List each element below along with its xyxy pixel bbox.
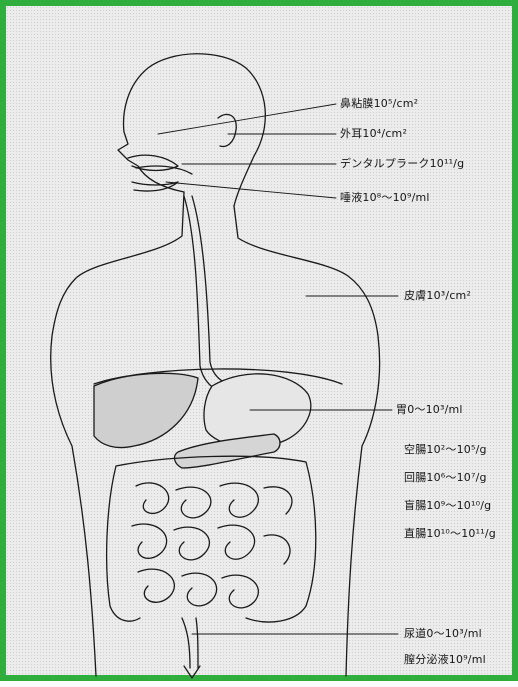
label-cecum: 盲腸10⁹～10¹⁰/g <box>404 500 491 512</box>
label-outer-ear: 外耳10⁴/cm² <box>340 128 407 140</box>
esophagus <box>184 196 228 392</box>
rectum <box>182 618 198 668</box>
label-nasal-mucosa: 鼻粘膜10⁵/cm² <box>340 98 418 110</box>
label-skin: 皮膚10³/cm² <box>404 290 471 302</box>
liver <box>94 373 198 447</box>
label-stomach: 胃0～10³/ml <box>396 404 463 416</box>
label-urethra: 尿道0～10³/ml <box>404 628 482 640</box>
label-saliva: 唾液10⁸～10⁹/ml <box>340 192 430 204</box>
label-rectum: 直腸10¹⁰～10¹¹/g <box>404 528 496 540</box>
small-intestine <box>132 483 292 608</box>
ear-outline <box>218 114 236 146</box>
label-ileum: 回腸10⁶～10⁷/g <box>404 472 487 484</box>
label-jejunum: 空腸10²～10⁵/g <box>404 444 487 456</box>
leader-nasal <box>158 104 336 134</box>
label-dental-plaque: デンタルプラーク10¹¹/g <box>340 158 464 170</box>
human-body-diagram <box>6 6 518 687</box>
mouth-cavity <box>128 155 178 191</box>
label-vaginal-secretion: 膣分泌液10⁹/ml <box>404 654 486 666</box>
